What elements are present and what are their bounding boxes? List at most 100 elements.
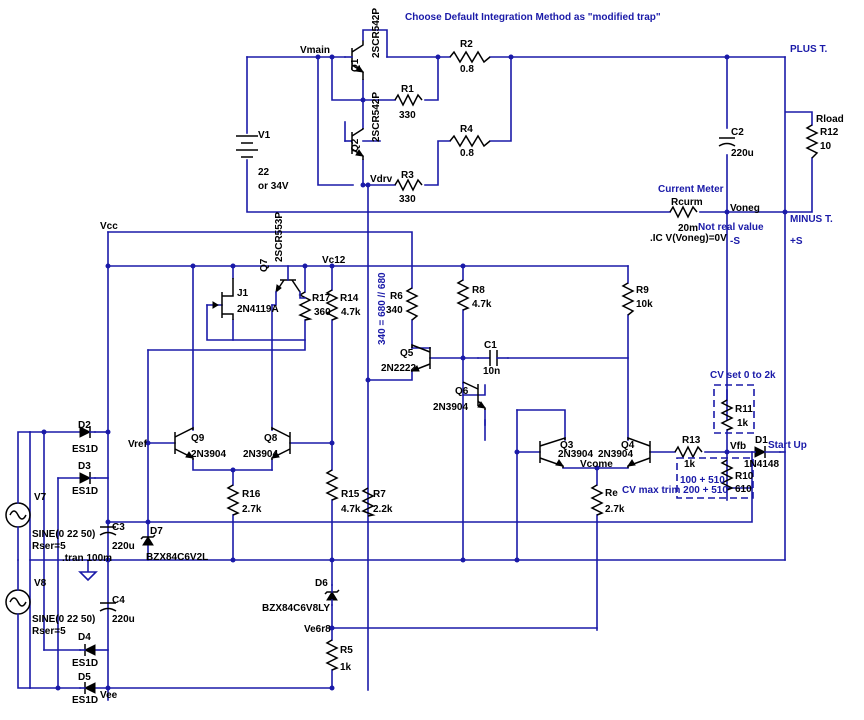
q7-part: 2SCR553P (274, 212, 285, 262)
d4-part: ES1D (72, 658, 98, 669)
transistor-q8 (270, 426, 291, 460)
transistor-q4 (626, 436, 651, 468)
junction-dot (514, 449, 520, 455)
r15-value: 4.7k (341, 504, 361, 515)
junction-dot (329, 685, 335, 691)
r13-value: 1k (684, 459, 696, 470)
wires (29, 56, 813, 701)
v1-ref: V1 (258, 130, 271, 141)
c4-value: 220u (112, 614, 135, 625)
rload-label: Rload (816, 114, 844, 125)
junction-dot (105, 685, 111, 691)
q6-part: 2N3904 (433, 402, 468, 413)
junction-dot (315, 54, 321, 60)
junction-dot (329, 440, 335, 446)
d2-part: ES1D (72, 444, 98, 455)
trim-box-lower (676, 457, 754, 499)
r17-value: 360 (314, 307, 331, 318)
junction-dot (508, 54, 514, 60)
resistor-r16 (226, 484, 240, 516)
r12-ref: R12 (820, 127, 839, 138)
junction-dot (105, 263, 111, 269)
d5-ref: D5 (78, 672, 91, 683)
capacitors (99, 137, 736, 612)
r8-value: 4.7k (472, 299, 492, 310)
transistor-q1 (344, 29, 388, 80)
q9-ref: Q9 (191, 433, 205, 444)
q7-ref: Q7 (259, 258, 270, 272)
junction-dot (365, 377, 371, 383)
diode-d4 (79, 644, 96, 656)
junction-dot (460, 557, 466, 563)
transistor-q6 (462, 381, 487, 410)
r17-ref: R17 (312, 293, 331, 304)
resistor-r15 (325, 469, 339, 501)
labels: Choose Default Integration Method as "mo… (32, 8, 844, 706)
q6-ref: Q6 (455, 386, 469, 397)
junction-dot (55, 685, 61, 691)
junction-dot (329, 557, 335, 563)
diodes (79, 426, 781, 694)
note-r6-calc: 340 = 680 // 680 (377, 272, 388, 345)
r15-ref: R15 (341, 489, 360, 500)
junction-dot (190, 263, 196, 269)
r7-value: 2.2k (373, 504, 393, 515)
c3-value: 220u (112, 541, 135, 552)
net-label-vfb: Vfb (730, 441, 746, 452)
ground-symbol (78, 560, 98, 582)
d2-ref: D2 (78, 420, 91, 431)
q1-part: 2SCR542P (371, 8, 382, 58)
net-label-vmain: Vmain (300, 45, 330, 56)
note-instruction: Choose Default Integration Method as "mo… (405, 12, 661, 23)
capacitor-c1 (477, 350, 509, 366)
net-label-vcome: Vcome (580, 459, 613, 470)
c3-ref: C3 (112, 522, 125, 533)
d5-part: ES1D (72, 695, 98, 706)
r2-value: 0.8 (460, 64, 474, 75)
net-label-plus-t: PLUS T. (790, 44, 827, 55)
resistor-r6 (405, 287, 419, 321)
r7-ref: R7 (373, 489, 386, 500)
d7-ref: D7 (150, 526, 163, 537)
r10-value: 610 (735, 484, 752, 495)
junction-dot (724, 449, 730, 455)
d1-part: 1N4148 (744, 459, 779, 470)
note-ic-directive: .IC V(Voneg)=0V (650, 233, 727, 244)
junctions (41, 54, 788, 691)
q5-part: 2N2222 (381, 363, 416, 374)
net-label-minus-t: MINUS T. (790, 214, 833, 225)
resistor-r9 (621, 282, 635, 316)
net-label-re: Re (605, 488, 618, 499)
v1-value: 22 (258, 167, 270, 178)
r11-ref: R11 (735, 404, 753, 415)
diode-d1 (751, 446, 781, 458)
net-label-vdrv: Vdrv (370, 174, 393, 185)
diode-d2 (79, 426, 96, 438)
net-label-voneg: Voneg (730, 203, 760, 214)
q8-part: 2N3904 (243, 449, 278, 460)
transistor-q2 (344, 121, 365, 160)
v8-value: SINE(0 22 50) (32, 614, 95, 625)
q3-ref: Q3 (560, 440, 574, 451)
resistor-r8 (456, 279, 470, 311)
c4-ref: C4 (112, 595, 125, 606)
r14-ref: R14 (340, 293, 359, 304)
note-current-meter: Current Meter (658, 184, 724, 195)
q8-ref: Q8 (264, 433, 278, 444)
c2-ref: C2 (731, 127, 744, 138)
r2-ref: R2 (460, 39, 473, 50)
v1-alt: or 34V (258, 181, 289, 192)
net-label-vc12: Vc12 (322, 255, 346, 266)
r1-value: 330 (399, 110, 416, 121)
r6-value: 340 (386, 305, 403, 316)
r13-ref: R13 (682, 435, 701, 446)
junction-dot (230, 467, 236, 473)
q2-part: 2SCR542P (371, 92, 382, 142)
note-r10-calc: 100 + 510 (680, 475, 725, 486)
d1-ref: D1 (755, 435, 768, 446)
r3-ref: R3 (401, 170, 414, 181)
d3-ref: D3 (78, 461, 91, 472)
r11-value: 1k (737, 418, 749, 429)
d7-part: BZX84C6V2L (146, 552, 208, 563)
